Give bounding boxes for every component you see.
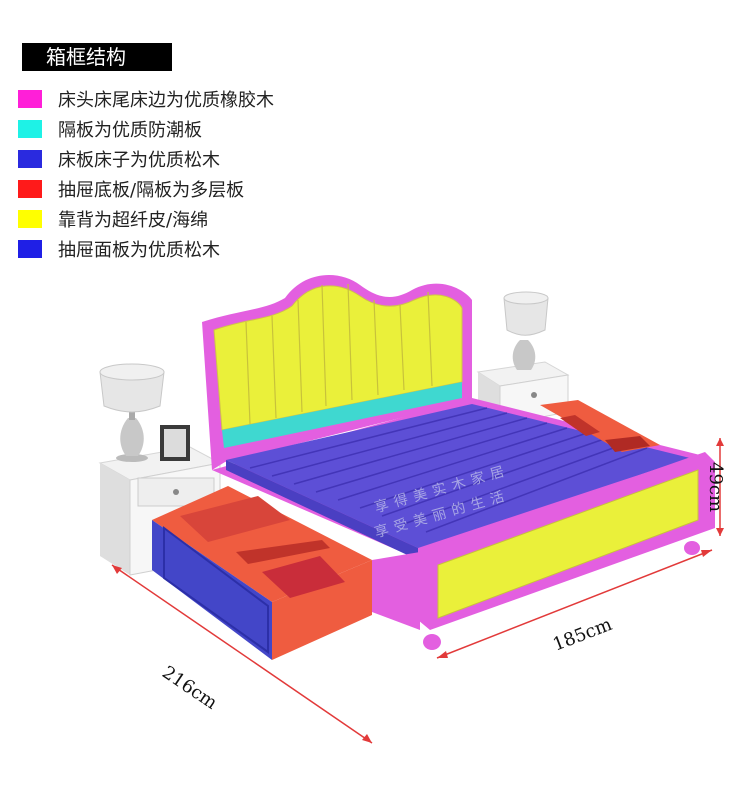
legend-item-drawer-base: 抽屉底板/隔板为多层板	[18, 174, 274, 204]
legend-label: 隔板为优质防潮板	[58, 120, 202, 141]
legend-label: 床板床子为优质松木	[58, 150, 220, 171]
material-legend: 床头床尾床边为优质橡胶木 隔板为优质防潮板 床板床子为优质松木 抽屉底板/隔板为…	[18, 84, 274, 264]
right-lamp	[503, 291, 549, 370]
left-lamp	[99, 363, 165, 462]
legend-swatch	[18, 90, 42, 108]
legend-item-frame: 床头床尾床边为优质橡胶木	[18, 84, 274, 114]
left-drawer	[152, 486, 372, 660]
dimension-height: 49cm	[705, 462, 726, 513]
headboard	[202, 275, 472, 470]
right-drawer	[540, 400, 660, 452]
legend-swatch	[18, 180, 42, 198]
legend-swatch	[18, 210, 42, 228]
photo-frame	[160, 425, 190, 461]
left-nightstand	[98, 363, 222, 576]
footboard	[372, 452, 715, 650]
legend-swatch	[18, 150, 42, 168]
legend-swatch	[18, 120, 42, 138]
legend-item-partition: 隔板为优质防潮板	[18, 114, 274, 144]
dimension-lines	[111, 438, 721, 744]
legend-label: 靠背为超纤皮/海绵	[58, 210, 209, 231]
legend-label: 抽屉面板为优质松木	[58, 240, 220, 261]
legend-label: 抽屉底板/隔板为多层板	[58, 180, 245, 201]
bed-slats	[226, 404, 690, 560]
legend-item-slats: 床板床子为优质松木	[18, 144, 274, 174]
legend-swatch	[18, 240, 42, 258]
section-title: 箱框结构	[22, 43, 172, 71]
legend-item-backrest: 靠背为超纤皮/海绵	[18, 204, 274, 234]
legend-label: 床头床尾床边为优质橡胶木	[58, 90, 274, 111]
partition-strip	[222, 382, 462, 448]
legend-item-drawer-front: 抽屉面板为优质松木	[18, 234, 274, 264]
